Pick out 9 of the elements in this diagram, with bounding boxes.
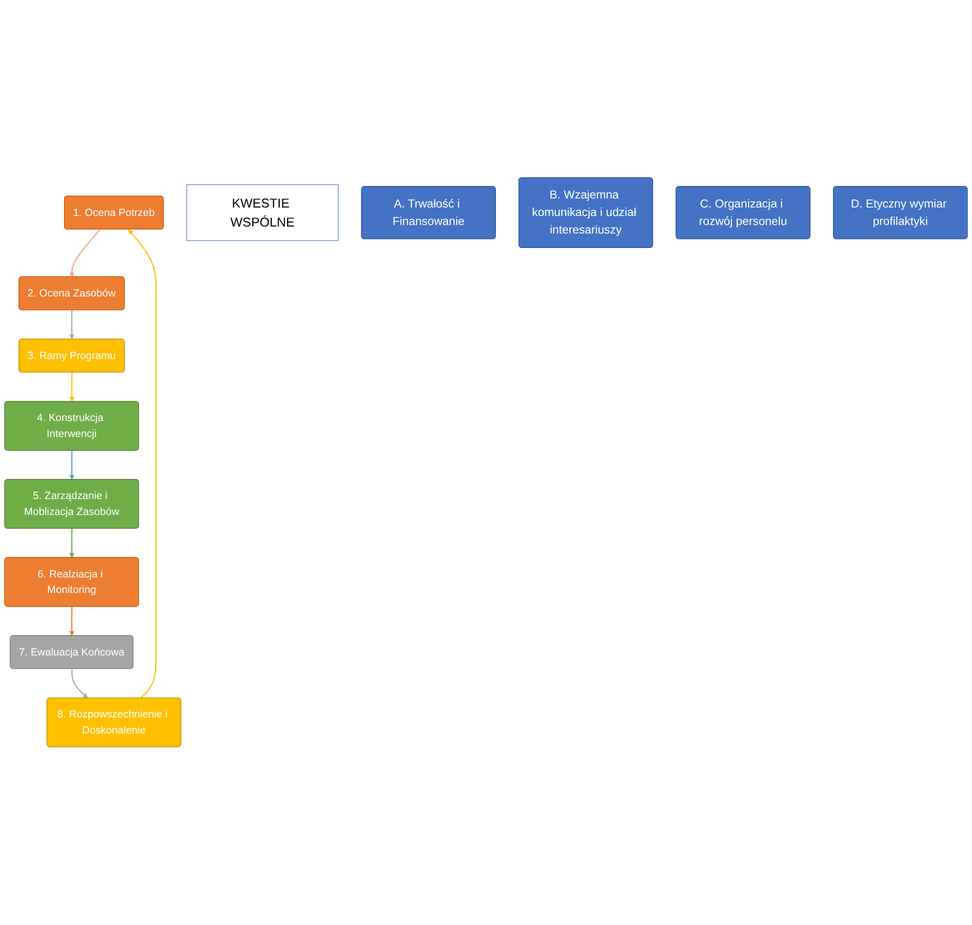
arrow <box>69 229 100 278</box>
arrow <box>69 450 74 480</box>
arrow <box>69 372 74 402</box>
arrow <box>69 606 74 636</box>
arrow <box>69 310 74 340</box>
arrow <box>71 669 88 699</box>
arrow <box>69 528 74 558</box>
node-box: KWESTIE WSPÓLNE <box>186 184 338 242</box>
arrow <box>128 230 157 699</box>
